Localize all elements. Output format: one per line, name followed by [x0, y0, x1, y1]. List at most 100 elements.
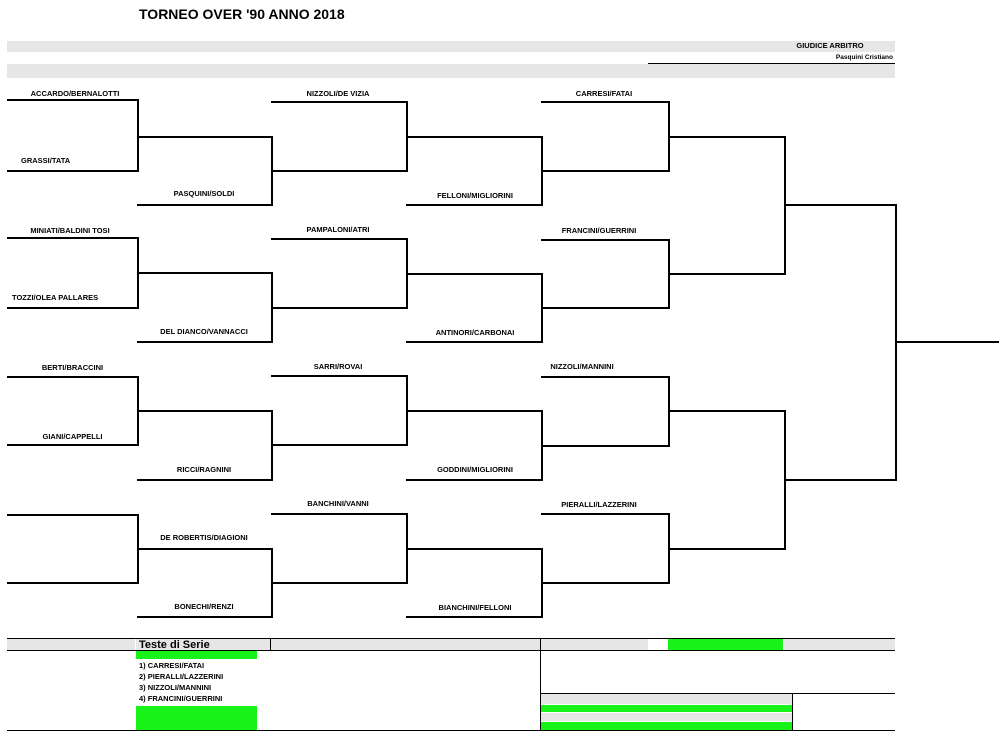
bracket-hline — [7, 237, 138, 239]
subheader-band — [7, 64, 895, 78]
bracket-vline — [271, 548, 273, 618]
bracket-hline — [406, 616, 542, 618]
bracket-hline — [271, 238, 407, 240]
bracket-vline — [137, 514, 139, 584]
r2-team-5: RICCI/RAGNINI — [176, 465, 232, 474]
bracket-vline — [668, 239, 670, 309]
table-top-line — [541, 693, 895, 694]
header-band — [7, 41, 895, 52]
footer-vline-1 — [270, 638, 271, 651]
bracket-vline — [406, 375, 408, 446]
bracket-hline — [137, 479, 272, 481]
footer-vline-2 — [540, 638, 541, 731]
r3-team-1: FELLONI/MIGLIORINI — [437, 191, 513, 200]
bracket-hline — [541, 307, 669, 309]
bracket-hline — [271, 101, 407, 103]
r1-team-4: TOZZI/OLEA PALLARES — [12, 293, 99, 302]
bracket-hline — [271, 170, 407, 172]
table-row-3 — [541, 713, 792, 721]
bracket-hline — [541, 101, 669, 103]
seed-3: 3) NIZZOLI/MANNINI — [139, 683, 212, 692]
bracket-vline — [668, 376, 670, 447]
bracket-vline — [137, 237, 139, 309]
bracket-vline — [271, 272, 273, 343]
bracket-hline — [271, 582, 407, 584]
bracket-hline — [406, 273, 542, 275]
seed-4: 4) FRANCINI/GUERRINI — [139, 694, 223, 703]
bracket-hline — [541, 376, 669, 378]
bracket-hline — [895, 341, 999, 343]
bracket-hline — [271, 444, 407, 446]
bracket-hline — [137, 616, 272, 618]
bracket-hline — [137, 136, 272, 138]
bracket-hline — [7, 444, 138, 446]
bracket-hline — [137, 272, 272, 274]
bracket-hline — [7, 99, 138, 101]
bracket-hline — [137, 204, 272, 206]
bracket-vline — [137, 376, 139, 446]
bracket-hline — [541, 513, 669, 515]
bracket-hline — [271, 513, 407, 515]
r1-team-3: MINIATI/BALDINI TOSI — [30, 226, 110, 235]
referee-name: Pasquini Cristiano — [835, 54, 893, 61]
bracket-hline — [406, 548, 542, 550]
r2-team-9: BANCHINI/VANNI — [307, 499, 369, 508]
bracket-hline — [271, 375, 407, 377]
footer-cell-4 — [541, 639, 648, 650]
bracket-hline — [668, 136, 785, 138]
bracket-vline — [137, 99, 139, 172]
r2-team-4: PAMPALONI/ATRI — [306, 225, 370, 234]
bracket-vline — [406, 238, 408, 309]
r2-team-6: SARRI/ROVAI — [313, 362, 363, 371]
footer-divider — [7, 650, 895, 651]
bracket-hline — [668, 548, 785, 550]
bracket-hline — [406, 410, 542, 412]
bracket-vline — [541, 548, 543, 618]
bracket-hline — [406, 136, 542, 138]
bracket-hline — [137, 341, 272, 343]
r3-team-5: GODDINI/MIGLIORINI — [437, 465, 513, 474]
footer-cell-3 — [271, 639, 540, 650]
bracket-hline — [541, 239, 669, 241]
bracket-hline — [7, 376, 138, 378]
bracket-hline — [7, 582, 138, 584]
bracket-hline — [541, 445, 669, 447]
r2-team-7: DE ROBERTIS/DIAGIONI — [160, 533, 248, 542]
table-row-4 — [541, 722, 792, 730]
bracket-hline — [668, 273, 785, 275]
footer-cell-5 — [784, 639, 895, 650]
bracket-hline — [668, 410, 785, 412]
bracket-hline — [137, 410, 272, 412]
bracket-vline — [541, 136, 543, 206]
footer-bottom-line — [7, 730, 895, 731]
bracket-vline — [541, 410, 543, 481]
footer-highlight — [668, 639, 783, 650]
bracket-hline — [406, 479, 542, 481]
bracket-vline — [784, 136, 786, 275]
bracket-hline — [541, 582, 669, 584]
bracket-vline — [271, 410, 273, 481]
bracket-hline — [784, 204, 896, 206]
bracket-vline — [406, 101, 408, 172]
bracket-hline — [406, 204, 542, 206]
bracket-vline — [895, 204, 897, 481]
r1-team-6: GIANI/CAPPELLI — [42, 432, 103, 441]
r1-team-5: BERTI/BRACCINI — [41, 363, 104, 372]
r2-team-1: PASQUINI/SOLDI — [173, 189, 235, 198]
seed-1: 1) CARRESI/FATAI — [139, 661, 205, 670]
seeds-bottom-highlight — [136, 706, 257, 730]
seeds-title: Teste di Serie — [139, 639, 210, 651]
referee-label: GIUDICE ARBITRO — [796, 41, 864, 50]
bracket-vline — [271, 136, 273, 206]
bracket-vline — [668, 513, 670, 584]
page-title: TORNEO OVER '90 ANNO 2018 — [139, 6, 345, 22]
bracket-vline — [784, 410, 786, 550]
bracket-hline — [137, 548, 272, 550]
r3-team-4: FRANCINI/GUERRINI — [561, 226, 637, 235]
table-vline — [792, 693, 793, 731]
r1-team-1: ACCARDO/BERNALOTTI — [30, 89, 120, 98]
r3-team-7: BIANCHINI/FELLONI — [438, 603, 512, 612]
r3-team-8: PIERALLI/LAZZERINI — [561, 500, 637, 509]
bracket-hline — [541, 170, 669, 172]
referee-underline — [648, 63, 895, 64]
